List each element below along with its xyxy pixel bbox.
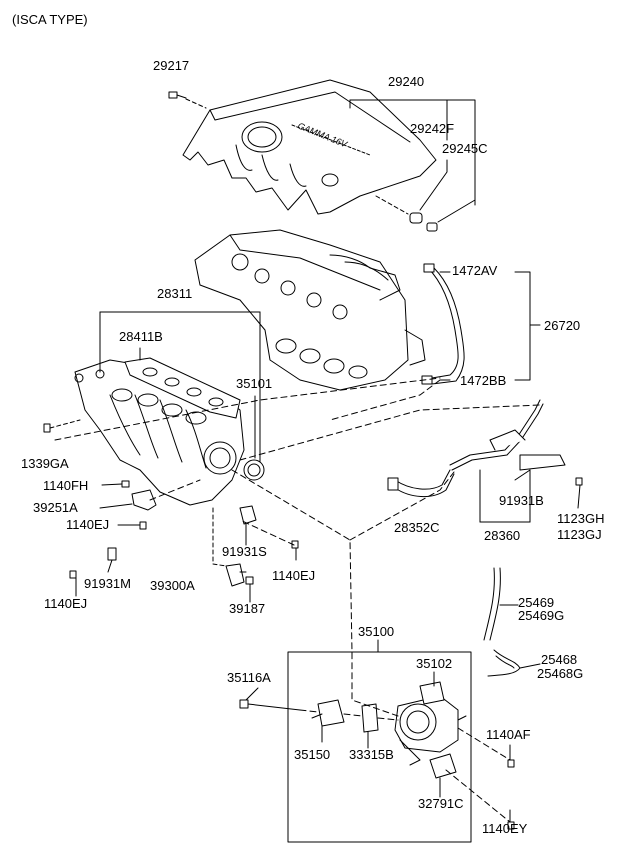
callout-1140EY: 1140EY bbox=[482, 821, 528, 836]
callout-1123GJ: 1123GJ bbox=[557, 527, 602, 542]
callout-39187: 39187 bbox=[229, 601, 266, 616]
bolt-1140AF bbox=[507, 759, 515, 768]
hose-25468 bbox=[487, 649, 521, 677]
leader-lines bbox=[75, 99, 581, 823]
callout-39300A: 39300A bbox=[150, 578, 195, 593]
tps-35150 bbox=[311, 699, 345, 727]
callout-39251A: 39251A bbox=[33, 500, 78, 515]
cylinder-head bbox=[194, 229, 426, 391]
callout-29245C: 29245C bbox=[442, 141, 488, 156]
callout-35150: 35150 bbox=[294, 747, 331, 762]
bolt-1140EY bbox=[507, 821, 515, 830]
hose-25469 bbox=[483, 567, 501, 641]
bolt-29217 bbox=[168, 91, 207, 109]
callout-29242F: 29242F bbox=[410, 121, 455, 136]
bolt-35116A bbox=[239, 699, 301, 711]
throttle-body-box bbox=[287, 651, 472, 843]
callout-35116A: 35116A bbox=[227, 670, 271, 685]
hose-26720 bbox=[421, 263, 465, 385]
pipe-28360 bbox=[387, 399, 566, 497]
callout-1140EJ-c: 1140EJ bbox=[44, 596, 88, 611]
callout-1339GA: 1339GA bbox=[21, 456, 69, 471]
callout-91931B: 91931B bbox=[499, 493, 544, 508]
bracket-32791C bbox=[429, 753, 457, 779]
callout-1472BB: 1472BB bbox=[460, 373, 507, 388]
gasket-35101 bbox=[243, 459, 265, 481]
callout-28411B: 28411B bbox=[119, 329, 163, 344]
callout-35100: 35100 bbox=[358, 624, 395, 639]
callout-1140EJ-b: 1140EJ bbox=[272, 568, 316, 583]
engine-cover: GAMMA 16V bbox=[182, 79, 437, 215]
callout-32791C: 32791C bbox=[418, 796, 464, 811]
sensor-39300A bbox=[225, 563, 247, 587]
callout-29217: 29217 bbox=[153, 58, 190, 73]
throttle-body bbox=[394, 681, 467, 766]
callout-1140EJ-a: 1140EJ bbox=[66, 517, 110, 532]
callout-28311: 28311 bbox=[157, 286, 193, 301]
callout-1140FH: 1140FH bbox=[43, 478, 89, 493]
gasket-33315B bbox=[361, 703, 379, 733]
callout-25469: 25469 bbox=[518, 595, 555, 610]
callout-1472AV: 1472AV bbox=[452, 263, 498, 278]
callout-26720: 26720 bbox=[544, 318, 581, 333]
callout-25468: 25468 bbox=[541, 652, 578, 667]
bracket-39251A bbox=[131, 489, 157, 511]
callout-91931S: 91931S bbox=[222, 544, 267, 559]
callout-35101: 35101 bbox=[236, 376, 273, 391]
assembly-lines bbox=[54, 377, 541, 823]
grommets bbox=[375, 195, 438, 232]
callout-29240: 29240 bbox=[388, 74, 425, 89]
callout-91931M: 91931M bbox=[84, 576, 131, 591]
callout-33315B: 33315B bbox=[349, 747, 394, 762]
fasteners bbox=[43, 419, 583, 585]
callout-1140AF: 1140AF bbox=[486, 727, 531, 742]
callout-28360: 28360 bbox=[484, 528, 521, 543]
gasket-28411B bbox=[124, 357, 241, 419]
clip-91931S bbox=[239, 505, 257, 525]
callout-25468G: 25468G bbox=[537, 666, 584, 681]
callout-25469G: 25469G bbox=[518, 608, 565, 623]
diagram-title: (ISCA TYPE) bbox=[12, 12, 88, 27]
callout-1123GH: 1123GH bbox=[557, 511, 605, 526]
callout-28352C: 28352C bbox=[394, 520, 440, 535]
callout-35102: 35102 bbox=[416, 656, 453, 671]
